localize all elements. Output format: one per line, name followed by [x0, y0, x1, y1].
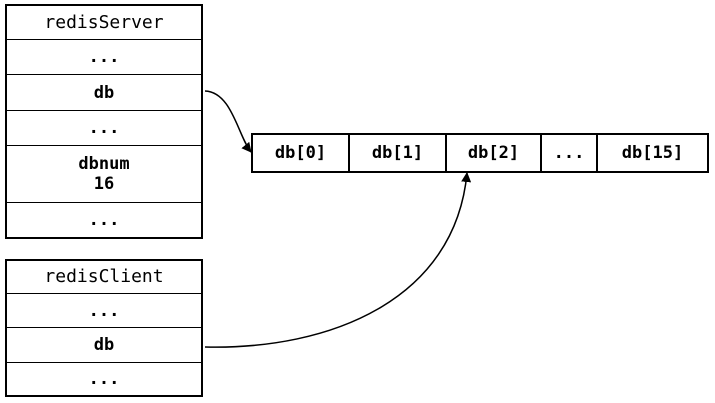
redis-client-title: redisClient	[7, 261, 201, 294]
db-cell-ellipsis: ...	[542, 135, 598, 171]
db-cell-0: db[0]	[253, 135, 350, 171]
redis-client-db-field: db	[7, 328, 201, 363]
db-cell-2: db[2]	[447, 135, 542, 171]
server-db-pointer-arrow	[204, 90, 252, 153]
db-cell-15: db[15]	[621, 143, 684, 163]
redis-server-ellipsis-2: ...	[7, 111, 201, 146]
redis-client-struct: redisClient ... db ...	[5, 259, 203, 397]
redis-server-db-field: db	[7, 75, 201, 111]
redis-server-dbnum-field: dbnum 16	[7, 146, 201, 203]
dbnum-value: 16	[93, 174, 115, 194]
redis-server-ellipsis-3: ...	[88, 210, 120, 230]
redis-server-ellipsis-1: ...	[7, 40, 201, 75]
redis-client-ellipsis-1: ...	[7, 294, 201, 328]
client-db-pointer-arrow	[204, 172, 472, 348]
redis-server-struct: redisServer ... db ... dbnum 16 ...	[5, 4, 203, 239]
redis-server-title: redisServer	[7, 6, 201, 40]
redis-client-ellipsis-2: ...	[88, 369, 120, 389]
db-array: db[0] db[1] db[2] ... db[15]	[251, 133, 709, 173]
dbnum-label: dbnum	[78, 154, 130, 174]
db-cell-1: db[1]	[350, 135, 447, 171]
